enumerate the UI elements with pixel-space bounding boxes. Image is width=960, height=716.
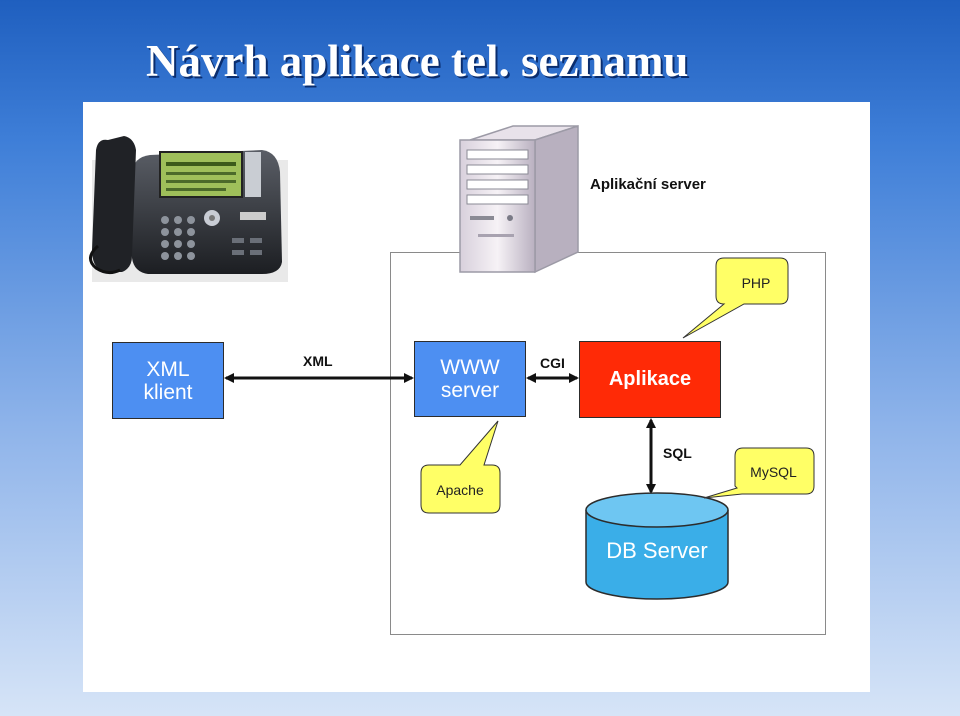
php-callout	[682, 257, 789, 339]
www-server-line1: WWW	[440, 356, 500, 379]
xml-edge-label: XML	[303, 353, 333, 369]
application-label: Aplikace	[608, 368, 692, 390]
cgi-edge-label: CGI	[540, 355, 565, 371]
server-tower-icon	[459, 124, 579, 274]
xml-client-line2: klient	[143, 380, 193, 404]
apache-callout	[420, 420, 501, 514]
application-box: Aplikace	[579, 341, 721, 418]
www-server-box: WWW server	[414, 341, 526, 417]
apache-callout-text: Apache	[436, 482, 484, 498]
xml-client-line1: XML	[146, 357, 190, 381]
application-server-label: Aplikační server	[590, 176, 706, 193]
db-server-label: DB Server	[606, 538, 708, 563]
mysql-callout	[703, 447, 815, 499]
db-server-cylinder	[585, 492, 729, 600]
sql-edge-label: SQL	[663, 445, 692, 461]
xml-client-box: XML klient	[112, 342, 224, 419]
php-callout-text: PHP	[741, 275, 771, 291]
slide-title: Návrh aplikace tel. seznamu	[146, 36, 689, 86]
www-server-line2: server	[440, 379, 500, 402]
application-server-frame	[390, 252, 826, 635]
mysql-callout-text: MySQL	[750, 464, 797, 480]
ip-phone-icon	[89, 136, 288, 282]
